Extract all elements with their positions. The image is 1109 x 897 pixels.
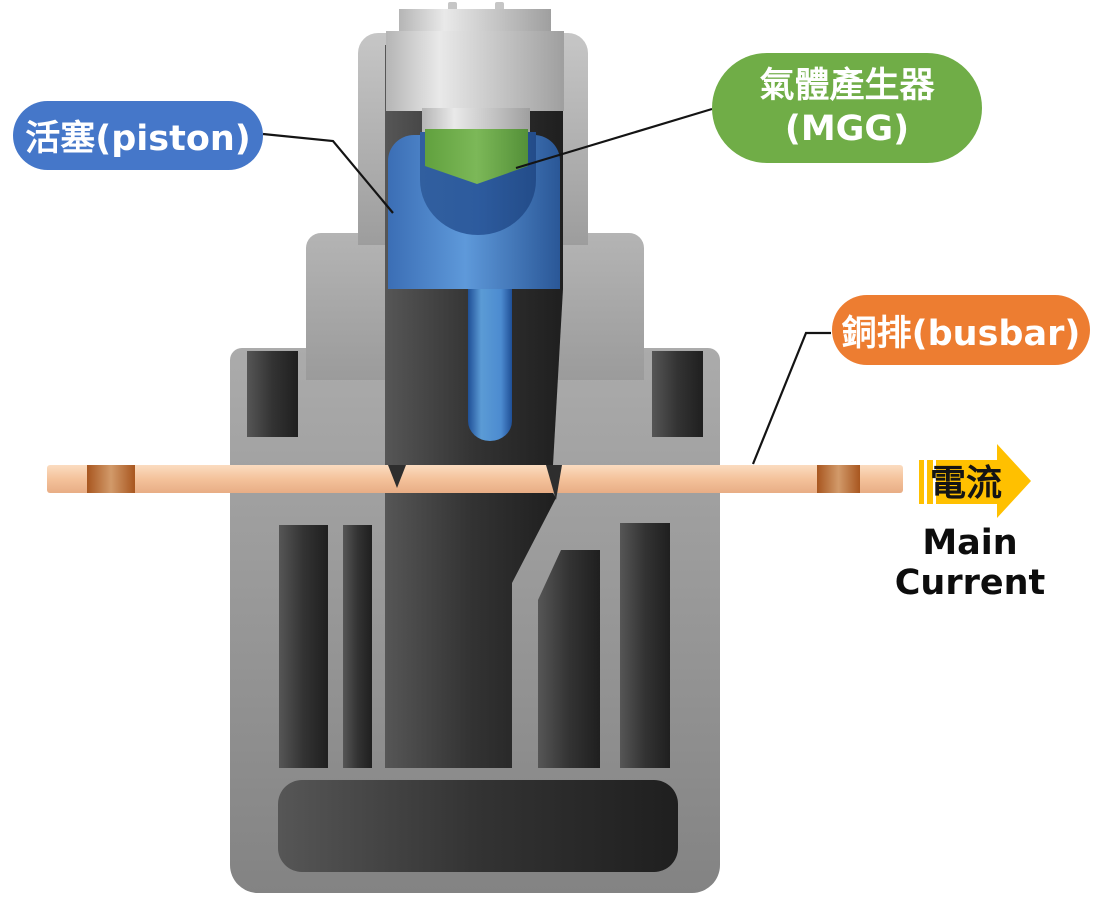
busbar — [47, 465, 903, 500]
igniter-neck — [422, 108, 530, 132]
busbar-contact-band-left — [87, 465, 135, 493]
leader-line-mgg — [515, 107, 713, 170]
chamber-column-right — [620, 523, 670, 768]
chamber-column-left-1 — [279, 525, 328, 768]
bottom-chamber-slab — [278, 780, 678, 872]
leader-line-piston — [262, 132, 394, 214]
leader-line-busbar — [751, 331, 831, 465]
main-current-label: Main Current — [894, 523, 1046, 603]
chamber-column-left-2 — [343, 525, 372, 768]
igniter — [386, 2, 564, 132]
shear-tooth-left — [388, 465, 406, 488]
igniter-top-plate — [399, 9, 551, 33]
label-piston-text: 活塞(piston) — [25, 119, 251, 159]
mgg-charge — [425, 129, 528, 184]
current-arrow-body — [936, 444, 1031, 518]
current-arrow-label: 電流 — [930, 463, 1002, 504]
busbar-contact-band-right — [817, 465, 860, 493]
label-busbar: 銅排(busbar) — [832, 295, 1090, 365]
shoulder-slot-left — [247, 351, 298, 437]
leader-lines — [262, 107, 831, 465]
current-arrow: 電流 — [919, 444, 1031, 518]
piston-rod — [468, 289, 512, 441]
label-piston: 活塞(piston) — [13, 101, 263, 170]
angled-column — [538, 550, 600, 768]
current-arrow-stripe-2 — [927, 460, 933, 504]
lower-central-mass — [385, 493, 556, 768]
shear-tooth-right — [546, 465, 562, 500]
label-mgg-line1: 氣體產生器 — [759, 66, 935, 107]
label-busbar-text: 銅排(busbar) — [841, 313, 1081, 354]
shoulder-slot-right — [652, 351, 703, 437]
busbar-bar — [47, 465, 903, 493]
current-arrow-stripe-1 — [919, 460, 924, 504]
label-mgg: 氣體產生器 (MGG) — [712, 53, 982, 163]
piston-assembly — [388, 129, 560, 441]
label-mgg-line2: (MGG) — [784, 109, 910, 149]
igniter-body — [386, 31, 564, 111]
